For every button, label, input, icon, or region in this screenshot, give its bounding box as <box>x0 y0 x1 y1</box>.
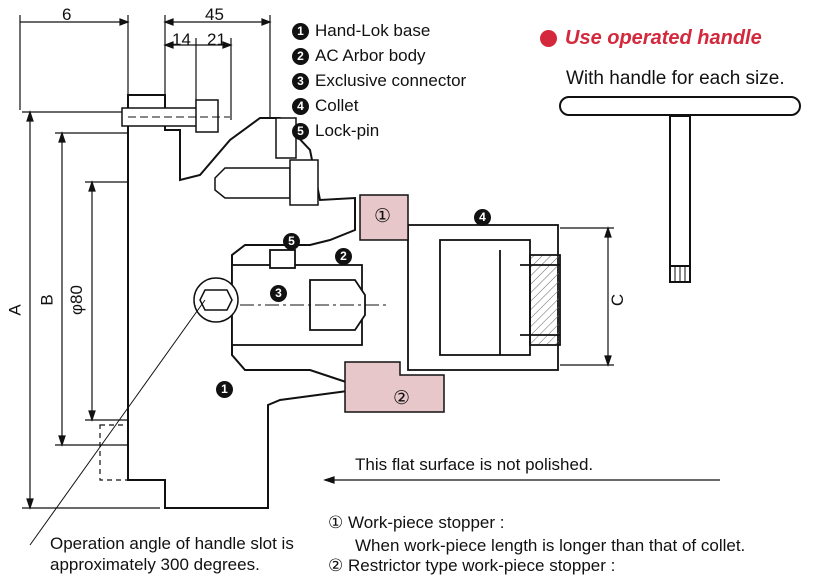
flat-surface-note: This flat surface is not polished. <box>355 455 594 474</box>
operated-handle <box>559 96 801 283</box>
stopper2-title: ② Restrictor type work-piece stopper : <box>328 556 616 575</box>
stopper1-desc: When work-piece length is longer than th… <box>355 536 746 555</box>
top-dimensions <box>19 15 272 120</box>
callout-4: 4 <box>474 206 497 226</box>
dim-C: C <box>608 293 628 307</box>
dim-14: 14 <box>172 30 191 49</box>
stopper-1-mark: ① <box>374 206 392 227</box>
red-bullet-icon <box>540 30 557 47</box>
dim-B: B <box>37 294 57 306</box>
handle-slot <box>29 277 239 546</box>
handle-subtitle: With handle for each size. <box>566 68 785 89</box>
stopper1-title: ① Work-piece stopper : <box>328 513 505 532</box>
callout-1: 1 <box>216 378 239 398</box>
dim-45: 45 <box>205 5 224 24</box>
stopper-2-mark: ② <box>393 388 411 409</box>
use-handle-title: Use operated handle <box>540 27 762 50</box>
side-bolt <box>214 117 319 206</box>
dim-6: 6 <box>62 5 72 24</box>
callout-3: 3 <box>270 282 293 302</box>
operation-angle-line1: Operation angle of handle slot is <box>50 534 294 553</box>
callout-2: 2 <box>335 245 358 265</box>
collet <box>407 224 561 371</box>
callout-5: 5 <box>283 230 306 250</box>
stoppers <box>344 194 445 413</box>
operation-angle-line2: approximately 300 degrees. <box>50 555 260 574</box>
flat-surface-arrow <box>323 476 720 484</box>
dim-21: 21 <box>207 30 226 49</box>
arbor-body <box>231 249 390 346</box>
dim-phi80: φ80 <box>66 285 86 315</box>
top-bolt <box>121 99 230 133</box>
dim-A: A <box>5 304 25 316</box>
